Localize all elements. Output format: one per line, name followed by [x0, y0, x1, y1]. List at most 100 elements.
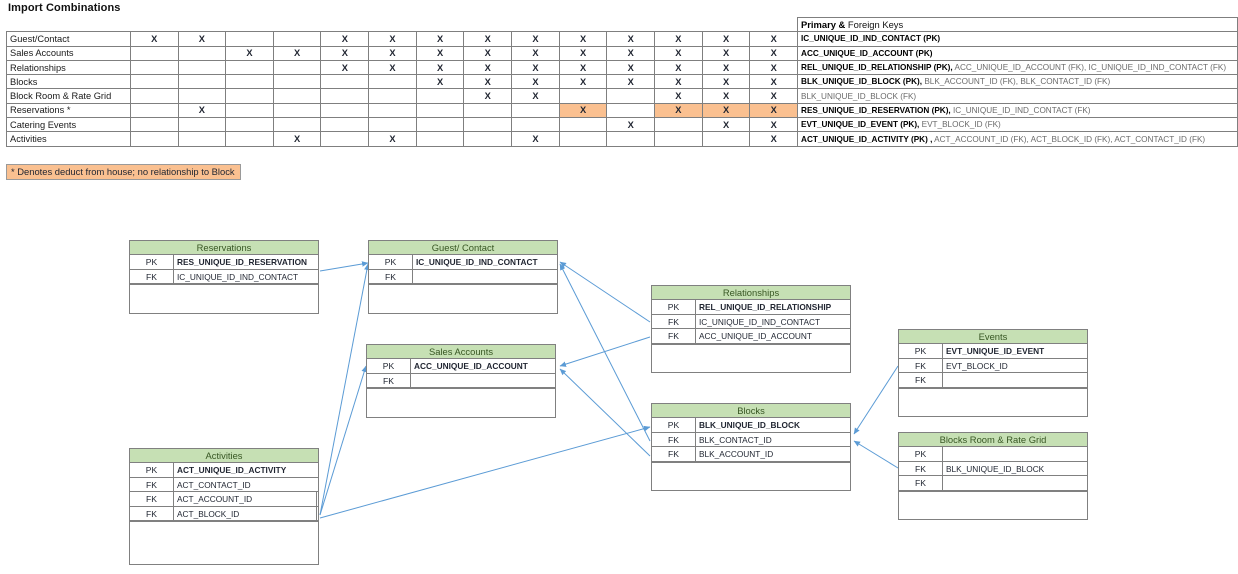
matrix-cell-marked[interactable]: X	[606, 74, 656, 90]
matrix-cell-empty[interactable]	[654, 131, 703, 147]
matrix-cell-marked[interactable]: X	[511, 131, 560, 147]
matrix-cell-marked[interactable]: X	[511, 88, 560, 104]
matrix-cell-marked[interactable]: X	[701, 74, 751, 90]
matrix-cell-empty[interactable]	[558, 131, 608, 147]
matrix-cell-empty[interactable]	[129, 45, 179, 61]
matrix-cell-empty[interactable]	[177, 131, 227, 147]
matrix-cell-marked[interactable]: X	[272, 131, 322, 147]
matrix-cell-marked[interactable]: X	[320, 31, 370, 47]
entity-field-row[interactable]: FK	[367, 373, 555, 388]
matrix-cell-marked[interactable]: X	[654, 102, 703, 119]
matrix-cell-marked[interactable]: X	[701, 117, 751, 133]
matrix-cell-empty[interactable]	[463, 117, 513, 133]
matrix-cell-empty[interactable]	[225, 117, 274, 133]
matrix-cell-marked[interactable]: X	[749, 131, 799, 147]
matrix-cell-empty[interactable]	[177, 117, 227, 133]
matrix-cell-marked[interactable]: X	[558, 31, 608, 47]
matrix-cell-marked[interactable]: X	[415, 31, 465, 47]
matrix-cell-marked[interactable]: X	[511, 59, 560, 76]
matrix-cell-empty[interactable]	[129, 117, 179, 133]
matrix-cell-empty[interactable]	[701, 131, 751, 147]
matrix-cell-empty[interactable]	[177, 74, 227, 90]
matrix-cell-marked[interactable]: X	[415, 74, 465, 90]
matrix-cell-empty[interactable]	[225, 102, 274, 119]
matrix-cell-empty[interactable]	[272, 59, 322, 76]
matrix-cell-empty[interactable]	[368, 117, 417, 133]
matrix-cell-empty[interactable]	[606, 131, 656, 147]
matrix-cell-marked[interactable]: X	[749, 117, 799, 133]
matrix-cell-empty[interactable]	[225, 131, 274, 147]
matrix-cell-marked[interactable]: X	[368, 131, 417, 147]
matrix-cell-empty[interactable]	[320, 102, 370, 119]
entity-field-row[interactable]: FK	[369, 269, 557, 284]
matrix-cell-marked[interactable]: X	[320, 59, 370, 76]
matrix-cell-empty[interactable]	[320, 131, 370, 147]
matrix-cell-empty[interactable]	[272, 88, 322, 104]
matrix-cell-marked[interactable]: X	[749, 31, 799, 47]
matrix-cell-empty[interactable]	[558, 117, 608, 133]
matrix-cell-empty[interactable]	[463, 102, 513, 119]
matrix-cell-marked[interactable]: X	[463, 59, 513, 76]
matrix-cell-empty[interactable]	[415, 131, 465, 147]
matrix-cell-marked[interactable]: X	[558, 102, 608, 119]
entity-field-row[interactable]: PK	[899, 447, 1087, 462]
matrix-cell-marked[interactable]: X	[701, 88, 751, 104]
matrix-cell-empty[interactable]	[463, 131, 513, 147]
matrix-cell-marked[interactable]: X	[368, 45, 417, 61]
matrix-cell-empty[interactable]	[368, 88, 417, 104]
matrix-cell-empty[interactable]	[272, 117, 322, 133]
matrix-cell-marked[interactable]: X	[511, 45, 560, 61]
matrix-cell-marked[interactable]: X	[701, 31, 751, 47]
entity-field-row[interactable]: FK	[899, 373, 1087, 388]
matrix-cell-marked[interactable]: X	[749, 102, 799, 119]
matrix-cell-empty[interactable]	[129, 74, 179, 90]
matrix-cell-marked[interactable]: X	[129, 31, 179, 47]
matrix-cell-empty[interactable]	[368, 102, 417, 119]
matrix-cell-empty[interactable]	[272, 74, 322, 90]
matrix-cell-empty[interactable]	[558, 88, 608, 104]
matrix-cell-marked[interactable]: X	[463, 31, 513, 47]
matrix-cell-marked[interactable]: X	[463, 74, 513, 90]
matrix-cell-marked[interactable]: X	[177, 31, 227, 47]
matrix-cell-empty[interactable]	[225, 59, 274, 76]
matrix-cell-marked[interactable]: X	[558, 74, 608, 90]
matrix-cell-empty[interactable]	[272, 31, 322, 47]
matrix-cell-empty[interactable]	[415, 117, 465, 133]
matrix-cell-marked[interactable]: X	[654, 59, 703, 76]
matrix-cell-marked[interactable]: X	[606, 117, 656, 133]
matrix-cell-empty[interactable]	[225, 74, 274, 90]
matrix-cell-marked[interactable]: X	[749, 74, 799, 90]
matrix-cell-marked[interactable]: X	[749, 88, 799, 104]
entity-field-row[interactable]: FK	[899, 476, 1087, 491]
matrix-cell-empty[interactable]	[320, 117, 370, 133]
matrix-cell-marked[interactable]: X	[701, 59, 751, 76]
matrix-cell-marked[interactable]: X	[463, 45, 513, 61]
matrix-cell-empty[interactable]	[225, 88, 274, 104]
matrix-cell-marked[interactable]: X	[749, 59, 799, 76]
